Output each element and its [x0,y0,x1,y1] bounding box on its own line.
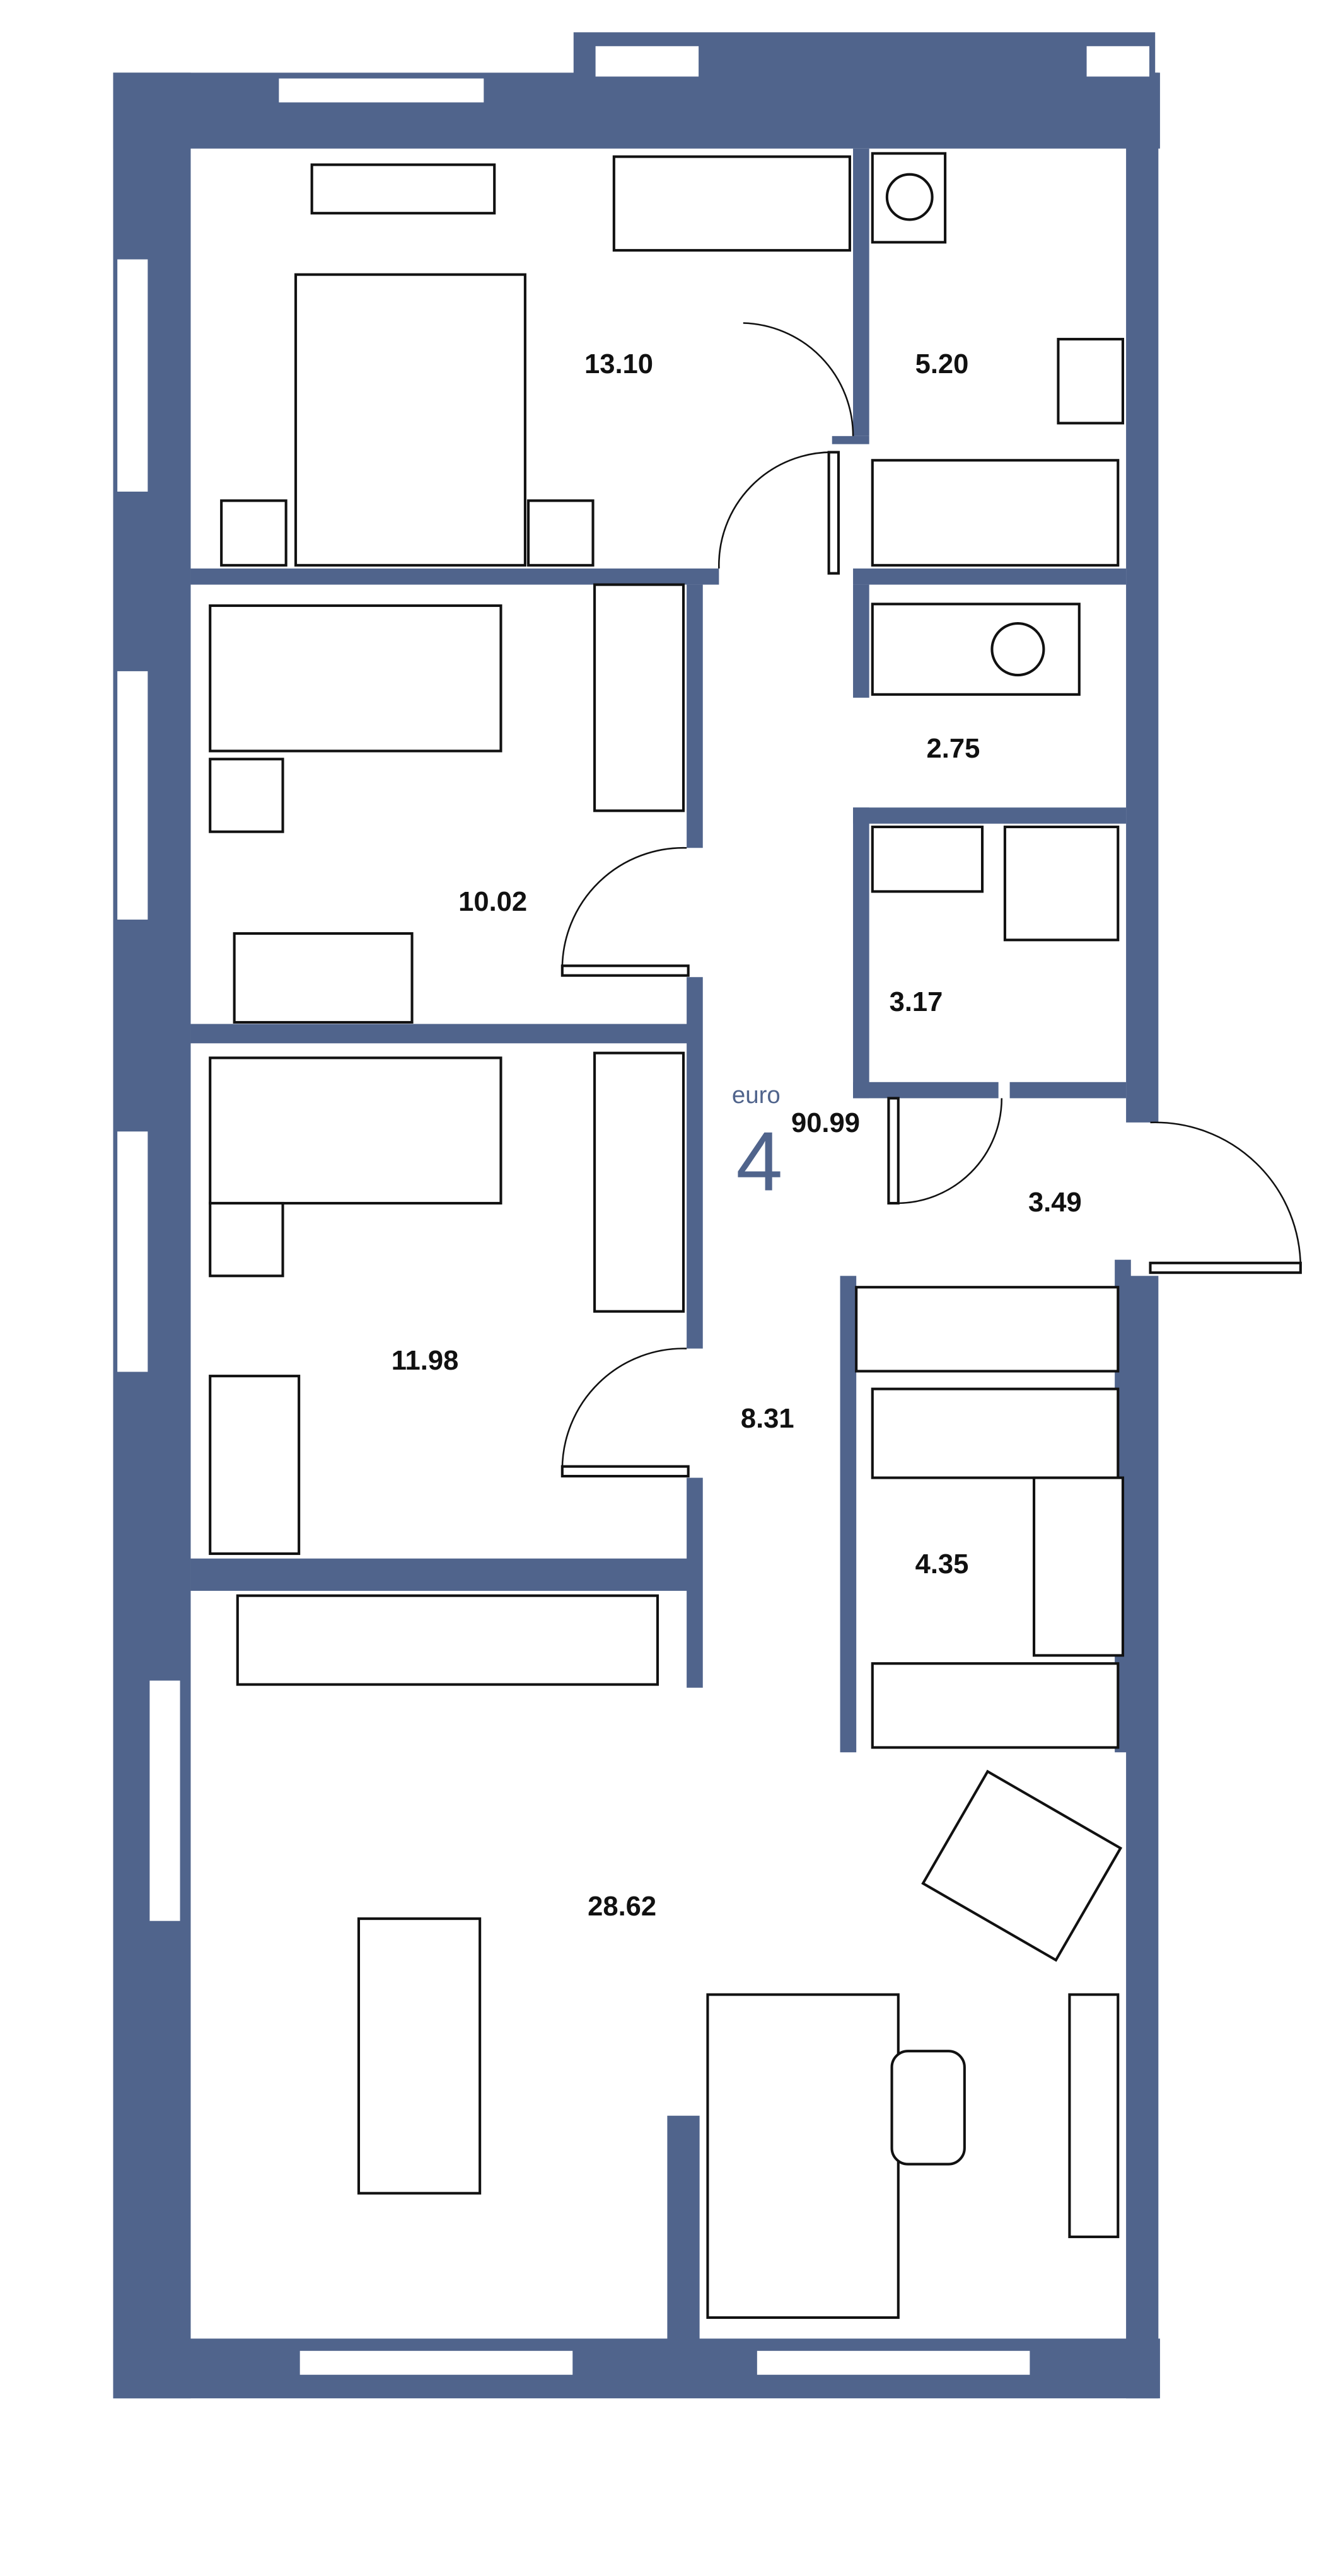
sink [1057,338,1125,425]
tv-stand [310,163,496,215]
room-area-shower-room: 3.17 [890,987,943,1017]
room-area-corridor: 8.31 [741,1404,794,1434]
desk-1 [233,932,414,1024]
room-area-bedroom: 13.10 [584,349,653,379]
armchair-bed-2 [209,1056,502,1205]
wardrobe-2 [593,583,685,812]
dining-table [357,1917,482,2195]
armchair-bed [209,604,502,753]
room-area-bathroom: 5.20 [915,349,969,379]
wardrobe-1 [612,155,851,252]
room-area-laundry: 2.75 [927,734,980,764]
washer [871,603,1081,696]
room-area-entrance-hall: 3.49 [1028,1187,1082,1218]
sofa [706,1993,900,2319]
armchair [921,1769,1123,1962]
wardrobe-3 [593,1051,685,1313]
room-area-wardrobe: 4.35 [915,1549,969,1580]
coffee-table [890,2050,966,2166]
rooms-count: 4 [736,1114,782,1208]
room-area-bedroom-2: 10.02 [458,887,527,917]
bed [294,273,526,567]
plan-type-label: euro [732,1082,781,1109]
room-area-kitchen-living: 28.62 [588,1892,656,1922]
shower [1003,825,1120,942]
windows [115,44,1152,2377]
furniture [209,152,1125,2319]
kitchen-counter [236,1594,659,1686]
desk-2 [209,1375,301,1556]
bathtub [871,459,1120,567]
tv [1068,1993,1120,2238]
doors [560,322,1302,1478]
room-area-bedroom-3: 11.98 [392,1346,459,1376]
total-area: 90.99 [791,1108,860,1138]
